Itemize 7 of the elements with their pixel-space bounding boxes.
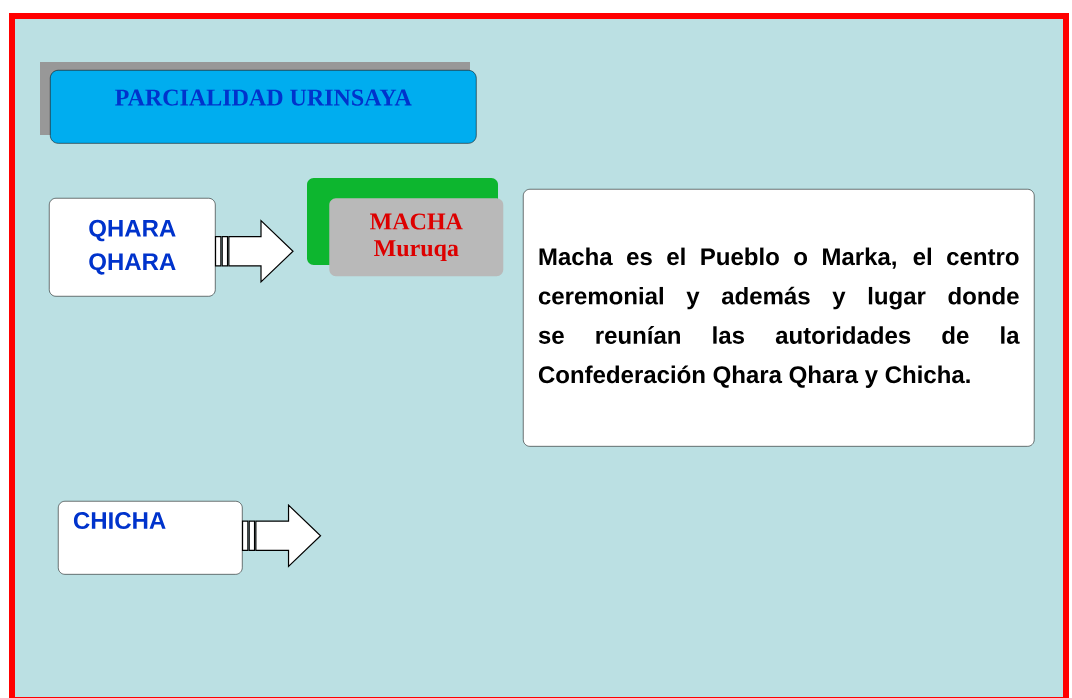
raised-box: MACHA Muruqa: [307, 178, 504, 277]
label-box: CHICHA: [58, 501, 243, 575]
text-box: Macha es el Pueblo o Marka, el centro ceremonial y además y lugar donde se reunían las autoridades de la Confederación Qhara Qhara y Chicha.: [523, 189, 1035, 447]
block-arrow: [214, 219, 294, 284]
label-box: QHARA QHARA: [49, 198, 216, 297]
block-arrow: [241, 503, 322, 568]
title-box: PARCIALIDAD URINSAYA: [40, 62, 477, 144]
